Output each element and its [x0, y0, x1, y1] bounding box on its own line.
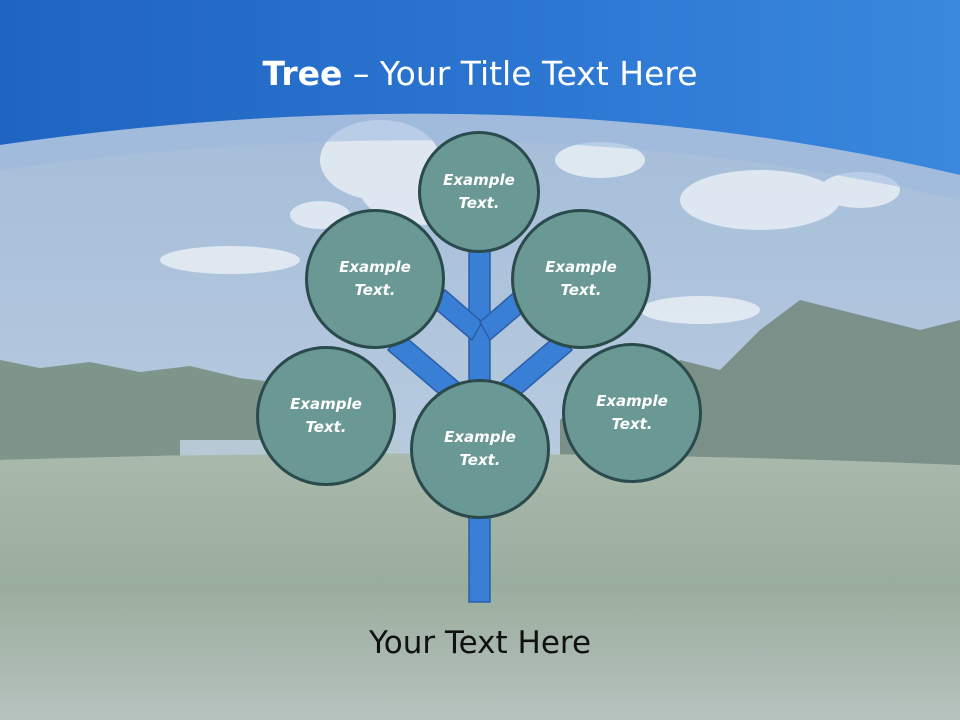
title-bold-text: Tree [262, 54, 343, 93]
tree-node-label: Example Text. [444, 428, 516, 469]
tree-node-lower-left: Example Text. [256, 346, 396, 486]
bottom-caption: Your Text Here [368, 625, 592, 661]
slide-title: Tree – Your Title Text Here [0, 52, 960, 96]
title-rest-text: – Your Title Text Here [342, 54, 698, 93]
tree-node-label: Example Text. [339, 258, 411, 299]
tree-node-label: Example Text. [596, 392, 668, 433]
tree-node-center: Example Text. [410, 379, 550, 519]
tree-node-label: Example Text. [290, 395, 362, 436]
tree-node-upper-left: Example Text. [305, 209, 445, 349]
tree-node-upper-right: Example Text. [511, 209, 651, 349]
tree-node-label: Example Text. [545, 258, 617, 299]
tree-node-top: Example Text. [418, 131, 540, 253]
tree-node-label: Example Text. [443, 171, 515, 212]
tree-node-lower-right: Example Text. [562, 343, 702, 483]
